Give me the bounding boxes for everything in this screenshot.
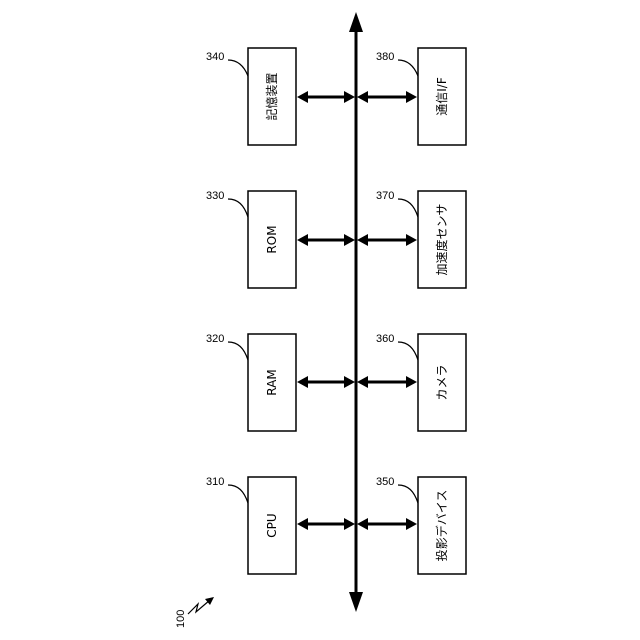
connection-cpu-bus-head-start [297,518,308,530]
block-comm-label: 通信I/F [435,77,449,116]
block-rom: ROM 330 [206,190,296,288]
connection-bus-camera-head-start [357,376,368,388]
connection-bus-comm [357,91,417,103]
ref-accel: 370 [376,190,394,202]
connection-bus-projector [357,518,417,530]
connection-cpu-bus-head-end [344,518,355,530]
ref-projector: 350 [376,476,394,488]
connection-bus-comm-head-start [357,91,368,103]
leader-accel [398,199,418,217]
connection-bus-projector-head-end [406,518,417,530]
block-ram-label: RAM [265,369,279,395]
leader-rom [228,199,248,217]
block-storage: 記憶装置 340 [206,48,296,145]
ref-ram: 320 [206,333,224,345]
block-storage-label: 記憶装置 [264,72,279,120]
connection-bus-camera [357,376,417,388]
figure-lightning-arrow [188,600,210,614]
figure-label: 100 [175,610,187,628]
block-camera-label: カメラ [435,364,449,400]
block-cpu-label: CPU [265,513,279,537]
connection-ram-bus-head-end [344,376,355,388]
leader-camera [398,342,418,360]
connection-storage-bus-head-start [297,91,308,103]
leader-projector [398,485,418,503]
block-accel-label: 加速度センサ [434,203,449,275]
connection-bus-accel-head-start [357,234,368,246]
block-cpu: CPU 310 [206,476,296,574]
connection-ram-bus [297,376,355,388]
bus-arrow-bottom [349,592,363,612]
ref-rom: 330 [206,190,224,202]
leader-ram [228,342,248,360]
connection-storage-bus [297,91,355,103]
ref-camera: 360 [376,333,394,345]
leader-cpu [228,485,248,503]
block-rom-label: ROM [265,225,279,253]
ref-cpu: 310 [206,476,224,488]
ref-comm: 380 [376,51,394,63]
connection-bus-comm-head-end [406,91,417,103]
connection-ram-bus-head-start [297,376,308,388]
block-projector-label: 投影デバイス [434,490,449,562]
leader-storage [228,60,248,76]
connection-bus-camera-head-end [406,376,417,388]
block-ram: RAM 320 [206,333,296,431]
connection-rom-bus [297,234,355,246]
connection-rom-bus-head-end [344,234,355,246]
connection-bus-accel [357,234,417,246]
leader-comm [398,60,418,76]
ref-storage: 340 [206,51,224,63]
figure-label-group: 100 [175,597,214,628]
connection-storage-bus-head-end [344,91,355,103]
connection-bus-accel-head-end [406,234,417,246]
connection-rom-bus-head-start [297,234,308,246]
connection-cpu-bus [297,518,355,530]
bus-arrow-top [349,12,363,32]
connection-bus-projector-head-start [357,518,368,530]
